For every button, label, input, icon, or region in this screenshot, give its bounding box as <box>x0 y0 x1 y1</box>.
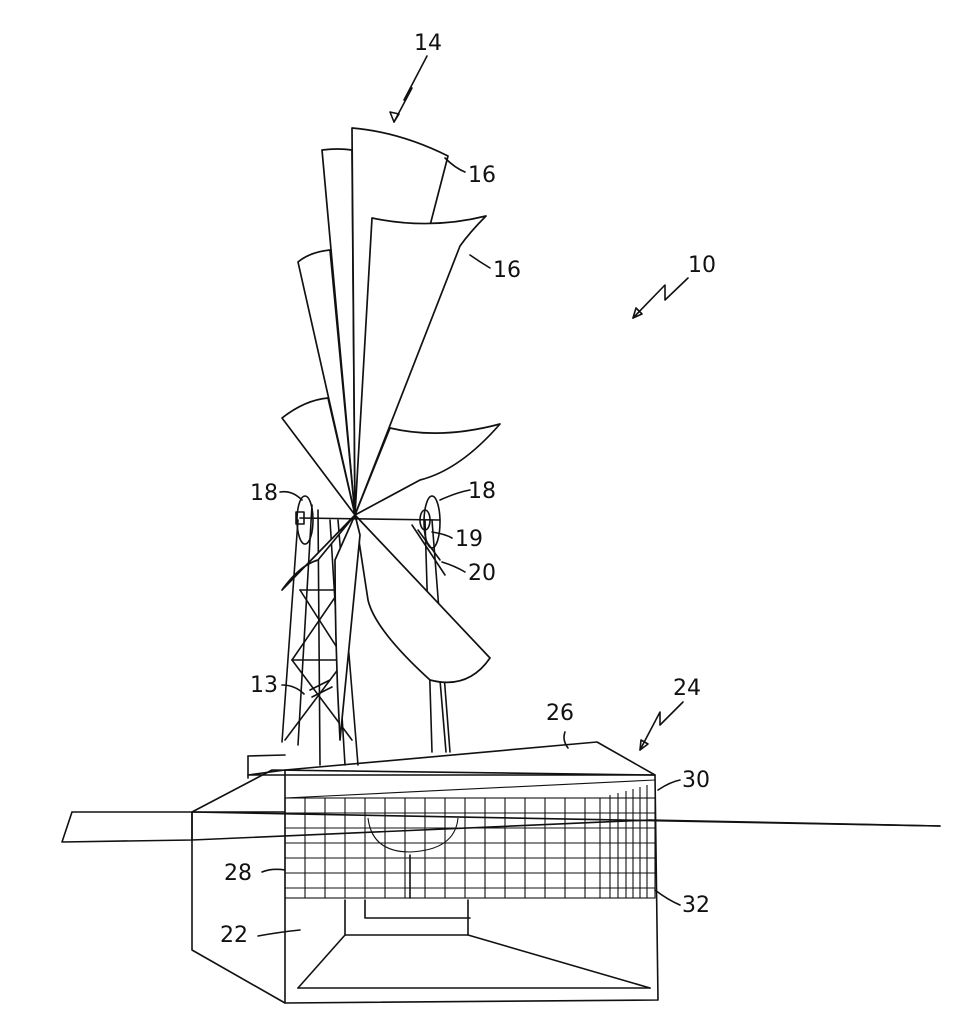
ref-16-upper: 16 <box>468 163 496 188</box>
ref-22: 22 <box>220 923 248 948</box>
screen-mesh <box>285 780 655 898</box>
ref-10: 10 <box>688 253 716 278</box>
ref-20: 20 <box>468 561 496 586</box>
ref-26: 26 <box>546 701 574 726</box>
ref-16-lower: 16 <box>493 258 521 283</box>
ground-plane <box>62 812 940 842</box>
reference-numerals: 14 10 16 16 18 18 19 20 13 26 24 30 28 3… <box>220 31 716 948</box>
ref-18-left: 18 <box>250 481 278 506</box>
ref-30: 30 <box>682 768 710 793</box>
rotor-blades <box>282 128 500 740</box>
ref-19: 19 <box>455 527 483 552</box>
ref-32: 32 <box>682 893 710 918</box>
ref-24: 24 <box>673 676 701 701</box>
ref-28: 28 <box>224 861 252 886</box>
ref-18-right: 18 <box>468 479 496 504</box>
ref-13: 13 <box>250 673 278 698</box>
ref-14: 14 <box>414 31 442 56</box>
